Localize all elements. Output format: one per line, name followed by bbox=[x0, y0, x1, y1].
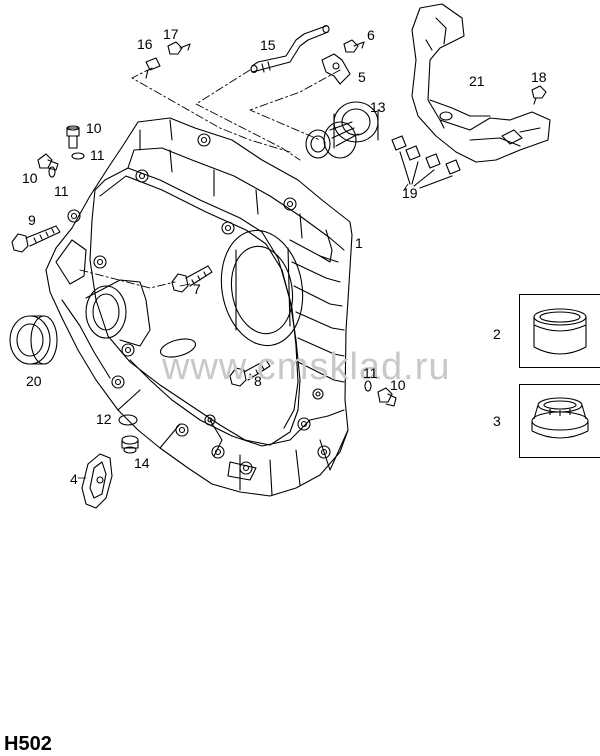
bracket-21 bbox=[411, 3, 551, 163]
sleeve-2-icon bbox=[533, 308, 587, 355]
screw-17 bbox=[167, 41, 191, 55]
callout-2: 2 bbox=[493, 326, 501, 342]
callout-8: 8 bbox=[254, 373, 262, 389]
callout-1: 1 bbox=[355, 235, 363, 251]
bolt-18 bbox=[531, 85, 547, 105]
housing-1 bbox=[45, 117, 353, 497]
plug-10-right bbox=[377, 387, 397, 407]
callout-11-left: 11 bbox=[54, 183, 69, 199]
callout-20: 20 bbox=[26, 373, 42, 389]
seal-3-icon bbox=[531, 397, 589, 439]
inset-box-3 bbox=[519, 384, 600, 458]
plug-14 bbox=[121, 435, 139, 454]
callout-21: 21 bbox=[469, 73, 485, 89]
callout-10-right: 10 bbox=[390, 377, 406, 393]
callout-3: 3 bbox=[493, 413, 501, 429]
clips-19 bbox=[391, 135, 461, 189]
callout-10-top: 10 bbox=[86, 120, 102, 136]
callout-15: 15 bbox=[260, 37, 276, 53]
callout-11-right: 11 bbox=[363, 365, 378, 381]
bolt-7 bbox=[171, 265, 213, 293]
bolt-9 bbox=[11, 225, 61, 253]
inset-box-2 bbox=[519, 294, 600, 368]
callout-18: 18 bbox=[531, 69, 547, 85]
callout-12: 12 bbox=[96, 411, 112, 427]
leader-lines bbox=[79, 67, 341, 289]
callout-14: 14 bbox=[134, 455, 150, 471]
label-leaders bbox=[77, 183, 409, 479]
bracket-5 bbox=[321, 53, 351, 85]
shift-rod-15 bbox=[250, 24, 330, 74]
callout-9: 9 bbox=[28, 212, 36, 228]
callout-17: 17 bbox=[163, 26, 179, 42]
washer-11-left bbox=[48, 166, 56, 178]
callout-16: 16 bbox=[137, 36, 153, 52]
plug-10-top bbox=[66, 125, 80, 149]
callout-13: 13 bbox=[370, 99, 386, 115]
callout-10-left: 10 bbox=[22, 170, 38, 186]
cover-4 bbox=[81, 453, 113, 509]
watermark-text: www.cmsklad.ru bbox=[162, 346, 451, 388]
plug-10-left bbox=[37, 153, 59, 171]
bearing-13 bbox=[305, 101, 379, 159]
bolt-6 bbox=[343, 39, 365, 53]
seal-20 bbox=[9, 315, 58, 365]
callout-11-top: 11 bbox=[90, 147, 105, 163]
housing-bosses bbox=[67, 133, 331, 475]
clip-16 bbox=[145, 57, 161, 79]
callout-19: 19 bbox=[402, 185, 418, 201]
callout-6: 6 bbox=[367, 27, 375, 43]
washer-11-top bbox=[71, 152, 85, 160]
bolt-8 bbox=[229, 359, 271, 387]
callout-5: 5 bbox=[358, 69, 366, 85]
washer-12 bbox=[118, 414, 138, 426]
sheet-code: H502 bbox=[4, 733, 52, 755]
callout-7: 7 bbox=[193, 281, 201, 297]
callout-4: 4 bbox=[70, 471, 78, 487]
washer-11-right bbox=[364, 380, 372, 392]
